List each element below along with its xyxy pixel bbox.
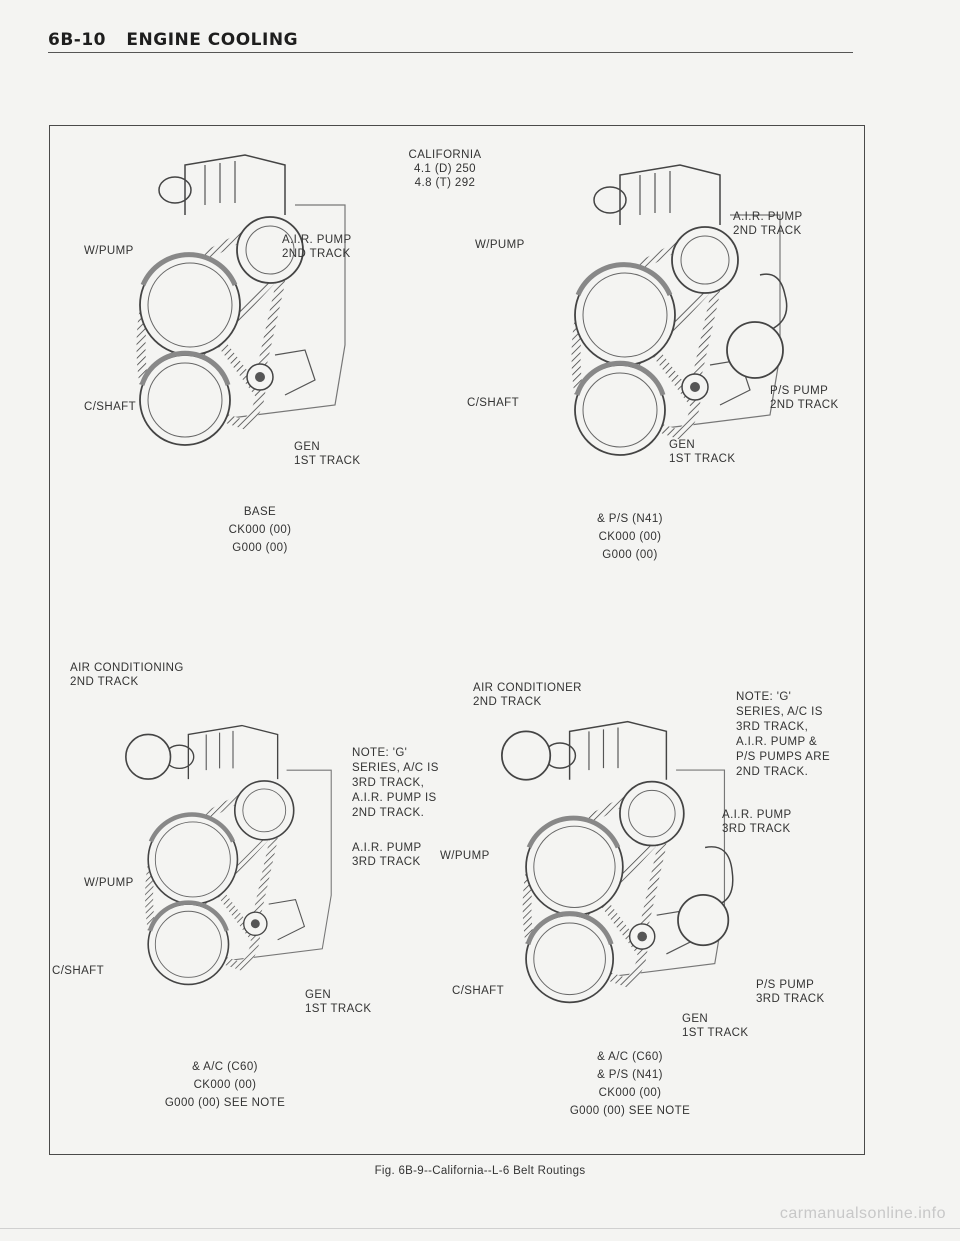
caption-base: BASE CK000 (00) G000 (00) <box>150 503 370 557</box>
note-g-series: NOTE: 'G' SERIES, A/C IS 3RD TRACK, A.I.… <box>736 691 831 778</box>
caption-line: & A/C (C60) <box>192 1061 258 1073</box>
california-heading: CALIFORNIA 4.1 (D) 250 4.8 (T) 292 <box>370 148 520 190</box>
caption-line: G000 (00) SEE NOTE <box>569 1105 691 1117</box>
section-title: ENGINE COOLING <box>126 30 299 50</box>
engine-diagram-ac <box>125 705 358 1005</box>
label-generator: GEN 1ST TRACK <box>682 1013 749 1039</box>
figure-caption: Fig. 6B-9--California--L-6 Belt Routings <box>374 1165 586 1177</box>
caption-line: G000 (00) <box>232 542 288 554</box>
caption-line: G000 (00) <box>602 549 658 561</box>
caption-ps: & P/S (N41) CK000 (00) G000 (00) <box>530 510 730 564</box>
caption-line: CK000 (00) <box>193 1079 257 1091</box>
heading-line: CALIFORNIA <box>408 149 482 161</box>
caption-line: & P/S (N41) <box>597 513 663 525</box>
figure-frame <box>49 125 865 1155</box>
caption-line: & A/C (C60) <box>597 1051 663 1063</box>
heading-line: 4.8 (T) 292 <box>414 177 476 189</box>
engine-diagram-ac-ps <box>500 712 734 1012</box>
label-air-pump: A.I.R. PUMP 2ND TRACK <box>282 234 352 260</box>
label-air-pump: A.I.R. PUMP 3RD TRACK <box>722 809 792 835</box>
watermark: carmanualsonline.info <box>779 1205 946 1222</box>
label-generator: GEN 1ST TRACK <box>294 441 361 467</box>
caption-ac-ps: & A/C (C60) & P/S (N41) CK000 (00) G000 … <box>530 1048 730 1120</box>
label-generator: GEN 1ST TRACK <box>305 989 372 1015</box>
heading-line: 4.1 (D) 250 <box>414 163 476 175</box>
engine-diagram-base <box>95 145 375 455</box>
label-air-conditioner: AIR CONDITIONER 2ND TRACK <box>473 682 582 708</box>
label-air-pump: A.I.R. PUMP 3RD TRACK <box>352 842 422 868</box>
caption-line: CK000 (00) <box>228 524 292 536</box>
caption-line: G000 (00) SEE NOTE <box>164 1097 286 1109</box>
label-air-conditioning: AIR CONDITIONING 2ND TRACK <box>70 662 184 688</box>
scan-edge <box>0 1228 960 1229</box>
caption-line: CK000 (00) <box>598 1087 662 1099</box>
label-ps-pump: P/S PUMP 2ND TRACK <box>770 385 839 411</box>
header-rule <box>48 52 853 53</box>
label-water-pump: W/PUMP <box>440 850 490 862</box>
note-g-series: NOTE: 'G' SERIES, A/C IS 3RD TRACK, A.I.… <box>352 747 439 819</box>
engine-diagram-ps <box>520 155 788 465</box>
label-crankshaft: C/SHAFT <box>52 965 104 977</box>
caption-line: CK000 (00) <box>598 531 662 543</box>
label-water-pump: W/PUMP <box>475 239 525 251</box>
label-crankshaft: C/SHAFT <box>84 401 136 413</box>
label-air-pump: A.I.R. PUMP 2ND TRACK <box>733 211 803 237</box>
label-ps-pump: P/S PUMP 3RD TRACK <box>756 979 825 1005</box>
section-code: 6B-10 <box>48 30 106 50</box>
label-crankshaft: C/SHAFT <box>452 985 504 997</box>
caption-line: & P/S (N41) <box>597 1069 663 1081</box>
label-generator: GEN 1ST TRACK <box>669 439 736 465</box>
caption-line: BASE <box>243 506 277 518</box>
caption-ac: & A/C (C60) CK000 (00) G000 (00) SEE NOT… <box>110 1058 340 1112</box>
label-water-pump: W/PUMP <box>84 245 134 257</box>
label-water-pump: W/PUMP <box>84 877 134 889</box>
label-crankshaft: C/SHAFT <box>467 397 519 409</box>
page-header: 6B-10 ENGINE COOLING <box>48 30 298 50</box>
